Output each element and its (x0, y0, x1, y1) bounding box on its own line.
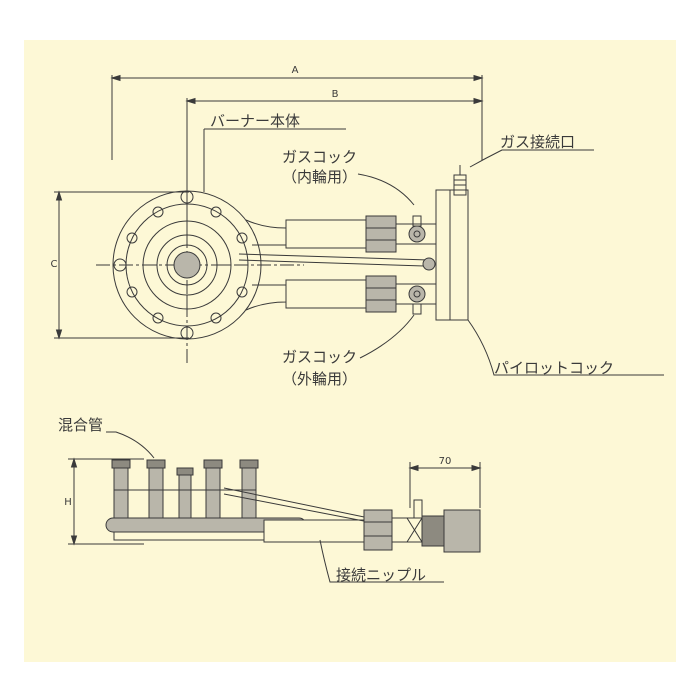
dimension-c-label: C (51, 259, 58, 270)
burner-top-view (96, 165, 304, 365)
label-gas-cock-outer-sub: （外輪用） (282, 370, 357, 388)
drawing-sheet: A B C (24, 40, 676, 662)
dimension-70-label: 70 (439, 456, 452, 467)
burner-side-view (105, 459, 481, 553)
dimension-h-label: H (64, 497, 72, 508)
label-gas-cock-inner: ガスコック (282, 148, 357, 166)
leaders-top (203, 128, 664, 376)
dimension-c (54, 190, 189, 340)
label-gas-connection: ガス接続口 (500, 133, 575, 151)
label-gas-cock-inner-sub: （内輪用） (282, 168, 357, 186)
label-gas-cock-outer: ガスコック (282, 348, 357, 366)
leaders-side (106, 431, 444, 583)
piping-top-view (238, 165, 469, 321)
dimension-70 (408, 462, 482, 508)
label-pilot-cock: パイロットコック (494, 359, 614, 377)
burner-technical-drawing: A B C (24, 40, 676, 662)
dimension-a (110, 74, 484, 160)
sheet-background (24, 40, 676, 662)
label-burner-body: バーナー本体 (210, 112, 300, 130)
label-mixing-tube: 混合管 (58, 416, 103, 434)
label-connection-nipple: 接続ニップル (336, 566, 426, 584)
dimension-b-label: B (332, 89, 339, 100)
dimension-h (68, 457, 144, 546)
dimension-a-label: A (292, 65, 299, 76)
